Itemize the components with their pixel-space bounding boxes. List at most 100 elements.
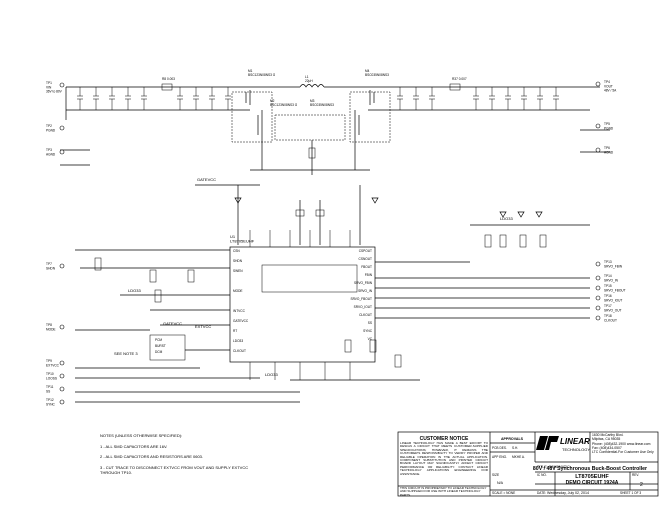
schematic-title: 80V / 48V Synchronous Buck-Boost Control… bbox=[533, 466, 647, 472]
test-point-net: MODE bbox=[46, 328, 56, 332]
u1-pin-left: INTVCC bbox=[233, 309, 246, 313]
u1-pin-right: CLKOUT bbox=[359, 313, 372, 317]
svg-text:GATEVCC: GATEVCC bbox=[163, 321, 182, 326]
u1-pin-left: LDO33 bbox=[233, 339, 243, 343]
mosfet-m3 bbox=[354, 110, 360, 140]
test-point-id: TP15 bbox=[604, 284, 612, 288]
mosfet-m1 bbox=[245, 90, 251, 105]
test-point-marker bbox=[595, 147, 601, 153]
test-point-note: 48V / 5A bbox=[604, 89, 617, 93]
u1-pin-left: CSN bbox=[233, 249, 240, 253]
note-3: 3 - CUT TRACE TO DISCONNECT EXTVCC FROM … bbox=[100, 464, 249, 476]
test-point-id: TP6 bbox=[604, 146, 610, 150]
u1-pin-left: MODE bbox=[233, 289, 243, 293]
mosfet-m2 bbox=[257, 110, 263, 140]
linear-logo: LINEAR TECHNOLOGY bbox=[536, 436, 590, 452]
test-point-id: TP3 bbox=[46, 148, 52, 152]
svg-text:TECHNOLOGY: TECHNOLOGY bbox=[562, 447, 590, 452]
note-2: 2 - ALL SMD CAPACITORS AND RESISTORS ARE… bbox=[100, 454, 203, 460]
test-point-marker bbox=[595, 305, 601, 311]
test-point-id: TP17 bbox=[604, 304, 612, 308]
output-sense-resistor-label: R37 0.007 bbox=[452, 77, 467, 81]
inductor-l1 bbox=[299, 84, 325, 88]
notes-heading: NOTES (UNLESS OTHERWISE SPECIFIED): bbox=[100, 433, 183, 438]
date-value: Wednesday, July 02, 2014 bbox=[547, 491, 589, 495]
test-point-net: SYNC bbox=[46, 403, 56, 407]
test-point-marker bbox=[59, 149, 65, 155]
test-point-marker bbox=[59, 324, 65, 330]
title-label: TITLE: SCHEMATIC bbox=[537, 465, 570, 469]
svg-text:PCM: PCM bbox=[155, 338, 162, 342]
svg-text:LDO33: LDO33 bbox=[128, 288, 141, 293]
test-point-id: TP16 bbox=[604, 294, 612, 298]
svg-text:EXTVCC: EXTVCC bbox=[195, 324, 211, 329]
test-point-marker bbox=[59, 263, 65, 269]
size-value: N/A bbox=[497, 481, 504, 485]
test-point-net: SRVO_IN bbox=[604, 279, 619, 283]
see-note-label: SEE NOTE 3 bbox=[114, 351, 138, 356]
test-point-id: TP1 bbox=[46, 81, 52, 85]
mosfet-m4 bbox=[369, 90, 375, 105]
app-eng-label: APP ENG. bbox=[492, 455, 507, 459]
test-point-net: SRVO_FBIN bbox=[604, 265, 623, 269]
pcb-des-value: S.H. bbox=[512, 446, 518, 450]
test-point-note: 36V to 80V bbox=[46, 90, 63, 94]
test-point-marker bbox=[595, 285, 601, 291]
test-point-net: VOUT bbox=[604, 85, 613, 89]
test-point-id: TP12 bbox=[46, 398, 54, 402]
u1-pin-right: SRVO_IOUT bbox=[354, 305, 372, 309]
input-capacitor-bank bbox=[77, 87, 231, 110]
rev-value: 2 bbox=[640, 482, 643, 488]
sheet-label: SHEET 1 OF 3 bbox=[620, 491, 641, 495]
test-point-marker bbox=[595, 295, 601, 301]
test-point-id: TP8 bbox=[46, 323, 52, 327]
test-point-marker bbox=[595, 315, 601, 321]
test-point-net: SRVO_OUT bbox=[604, 309, 622, 313]
svg-text:LDO33: LDO33 bbox=[265, 372, 278, 377]
test-point-net: SRVO_IOUT bbox=[604, 299, 622, 303]
svg-text:LDO33: LDO33 bbox=[500, 216, 513, 221]
u1-pin-right: SRVO_IN bbox=[358, 289, 373, 293]
rev-label: REV. bbox=[632, 473, 639, 477]
pcb-des-label: PCB DES. bbox=[492, 446, 507, 450]
test-point-id: TP5 bbox=[604, 122, 610, 126]
app-eng-value: MKHE A. bbox=[512, 455, 525, 459]
u1-pin-left: RT bbox=[233, 329, 237, 333]
svg-text:GATEVCC: GATEVCC bbox=[197, 177, 216, 182]
test-point-id: TP4 bbox=[604, 80, 610, 84]
u1-pin-left: SWEN bbox=[233, 269, 243, 273]
test-point-marker bbox=[59, 399, 65, 405]
test-point-net: EXTVCC bbox=[46, 364, 60, 368]
test-point-marker bbox=[59, 125, 65, 131]
svg-text:DCM: DCM bbox=[155, 350, 163, 354]
test-point-net: PGND bbox=[604, 127, 614, 131]
output-sense-resistor bbox=[449, 83, 461, 91]
u1-pin-left: GATEVCC bbox=[233, 319, 249, 323]
date-label: DATE: bbox=[537, 491, 546, 495]
test-point-marker bbox=[59, 373, 65, 379]
u1-pin-right: SRVO_FBIN bbox=[354, 281, 373, 285]
test-point-id: TP2 bbox=[46, 124, 52, 128]
u1-pin-right: SYNC bbox=[363, 329, 373, 333]
u1-pin-left: CLKOUT bbox=[233, 349, 246, 353]
note-1: 1 - ALL SMD CAPACITORS ARE 16V. bbox=[100, 443, 168, 449]
customer-notice-title: CUSTOMER NOTICE bbox=[420, 436, 469, 442]
test-point-id: TP18 bbox=[604, 314, 612, 318]
test-point-id: TP13 bbox=[604, 260, 612, 264]
u1-pin-right: CSPOUT bbox=[359, 249, 372, 253]
u1-pin-right: VC bbox=[368, 337, 373, 341]
test-point-net: PGND bbox=[46, 129, 56, 133]
test-point-net: AGND bbox=[46, 153, 56, 157]
input-sense-resistor-label: R8 0.003 bbox=[162, 77, 175, 81]
test-point-marker bbox=[595, 123, 601, 129]
input-sense-resistor bbox=[161, 83, 173, 91]
test-point-marker bbox=[59, 386, 65, 392]
